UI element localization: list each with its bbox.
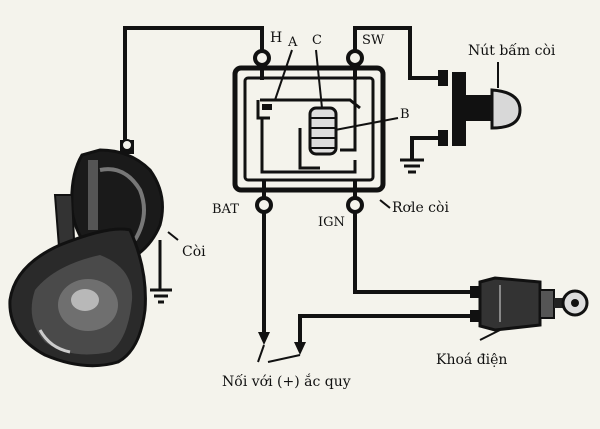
horn-button-label: Nút bấm còi xyxy=(468,42,556,59)
battery-arrows xyxy=(257,332,306,363)
contact-a-label: A xyxy=(287,35,298,50)
terminal-ign-label: IGN xyxy=(318,215,345,230)
ignition-key-switch xyxy=(470,276,589,332)
battery-label: Nối với (+) ắc quy xyxy=(222,372,351,390)
leader-lines xyxy=(167,49,501,341)
relay-label: Rơle còi xyxy=(392,200,449,216)
terminal-h-label: H xyxy=(270,30,282,46)
horn xyxy=(8,139,172,368)
core-b-label: B xyxy=(400,107,410,122)
coil-c-label: C xyxy=(312,33,322,48)
horn-button xyxy=(400,70,522,174)
horn-label: Còi xyxy=(182,244,206,260)
horn-relay xyxy=(232,49,386,214)
key-switch-label: Khoá điện xyxy=(436,352,507,368)
terminal-sw-label: SW xyxy=(362,33,385,48)
wires xyxy=(123,26,470,345)
terminal-bat-label: BAT xyxy=(212,202,239,217)
